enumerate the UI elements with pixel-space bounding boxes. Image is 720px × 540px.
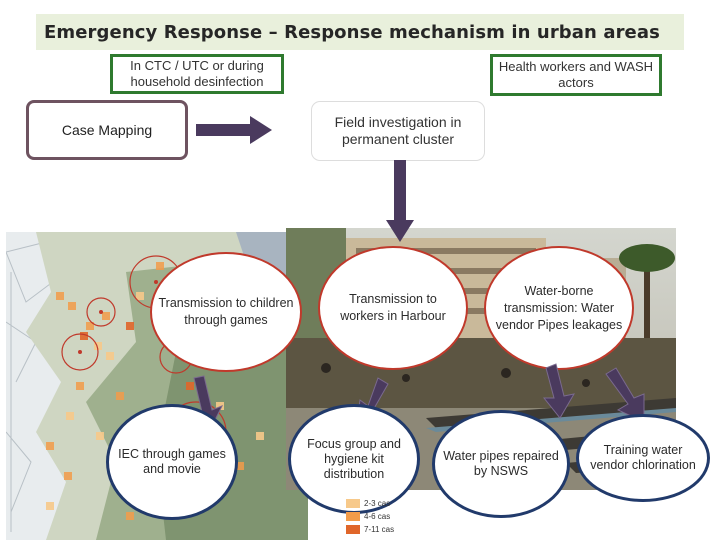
field-text: Field investigation in permanent cluster bbox=[334, 114, 462, 147]
legend-swatch bbox=[346, 511, 360, 521]
iec-action-node: IEC through games and movie bbox=[106, 404, 238, 520]
legend-swatch bbox=[346, 524, 360, 534]
focus-text: Focus group and hygiene kit distribution bbox=[307, 436, 401, 481]
training-action-node: Training water vendor chlorination bbox=[576, 414, 710, 502]
legend-label: 7-11 cas bbox=[364, 524, 395, 534]
health-box: Health workers and WASH actors bbox=[490, 54, 662, 96]
ctc-box: In CTC / UTC or during household desinfe… bbox=[110, 54, 284, 94]
arrow-down-icon bbox=[386, 160, 414, 242]
case-mapping-box: Case Mapping bbox=[26, 100, 188, 160]
focus-action-node: Focus group and hygiene kit distribution bbox=[288, 404, 420, 514]
harbour-transmission-node: Transmission to workers in Harbour bbox=[318, 246, 468, 370]
legend-item: 7-11 cas bbox=[346, 523, 406, 535]
page-title: Emergency Response – Response mechanism … bbox=[36, 14, 684, 50]
pipes-text: Water pipes repaired by NSWS bbox=[443, 449, 559, 478]
map-legend: 2-3 cas 4-6 cas 7-11 cas bbox=[346, 497, 406, 536]
legend-label: 4-6 cas bbox=[364, 511, 391, 521]
ctc-text: In CTC / UTC or during household desinfe… bbox=[130, 58, 264, 89]
training-text: Training water vendor chlorination bbox=[590, 443, 696, 472]
harbour-text: Transmission to workers in Harbour bbox=[340, 292, 446, 323]
children-text: Transmission to children through games bbox=[158, 296, 294, 327]
legend-swatch bbox=[346, 498, 360, 508]
pipes-action-node: Water pipes repaired by NSWS bbox=[432, 410, 570, 518]
field-investigation-box: Field investigation in permanent cluster bbox=[312, 102, 484, 160]
legend-item: 2-3 cas bbox=[346, 497, 406, 509]
arrow-right-icon bbox=[196, 116, 272, 144]
water-transmission-node: Water-borne transmission: Water vendor P… bbox=[484, 246, 634, 370]
water-text: Water-borne transmission: Water vendor P… bbox=[495, 283, 623, 332]
children-transmission-node: Transmission to children through games bbox=[150, 252, 302, 372]
legend-item: 4-6 cas bbox=[346, 510, 406, 522]
iec-text: IEC through games and movie bbox=[118, 447, 226, 476]
case-mapping-text: Case Mapping bbox=[61, 122, 153, 138]
legend-label: 2-3 cas bbox=[364, 498, 391, 508]
health-text: Health workers and WASH actors bbox=[498, 59, 654, 90]
